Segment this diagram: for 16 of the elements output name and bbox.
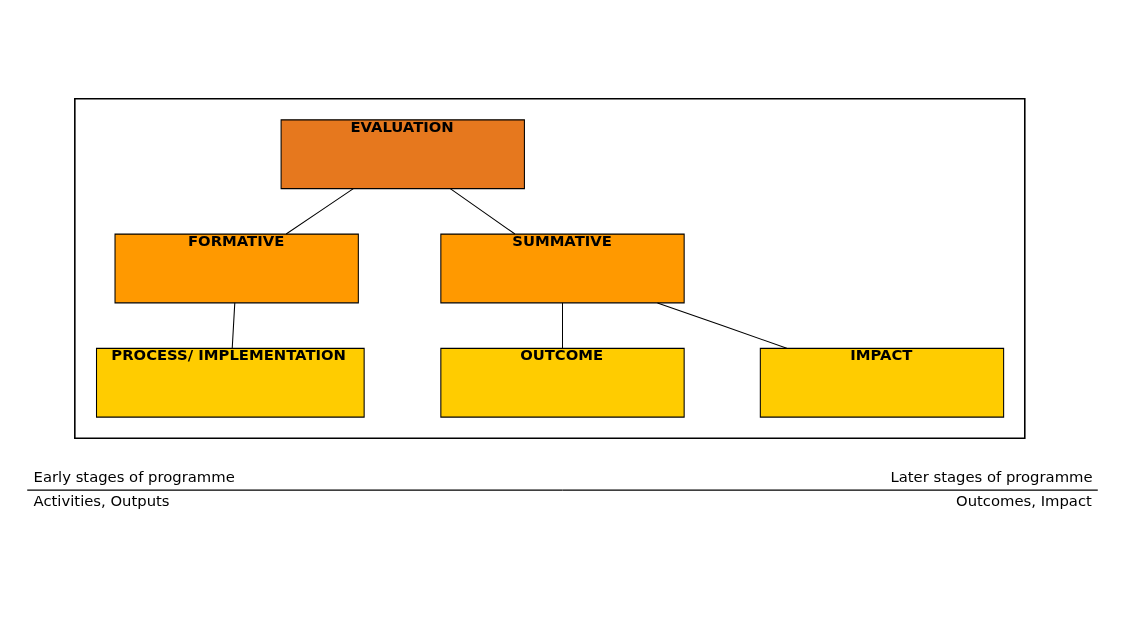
connector xyxy=(449,187,516,235)
label: Early stages of programme xyxy=(33,467,235,485)
cluster xyxy=(74,97,1026,439)
node-box: PROCESS/ IMPLEMENTATION xyxy=(96,347,365,418)
connector xyxy=(231,301,236,349)
node-box: FORMATIVE xyxy=(114,233,359,303)
node-box: IMPACT xyxy=(759,347,1005,418)
label: Activities, Outputs xyxy=(33,491,170,509)
connector xyxy=(285,187,354,235)
node-box: SUMMATIVE xyxy=(440,233,685,303)
node-box: EVALUATION xyxy=(280,118,525,189)
connector xyxy=(561,301,564,349)
connector xyxy=(656,301,788,349)
label: Outcomes, Impact xyxy=(956,491,1092,509)
node-box: OUTCOME xyxy=(440,347,685,418)
label: Later stages of programme xyxy=(890,467,1093,485)
